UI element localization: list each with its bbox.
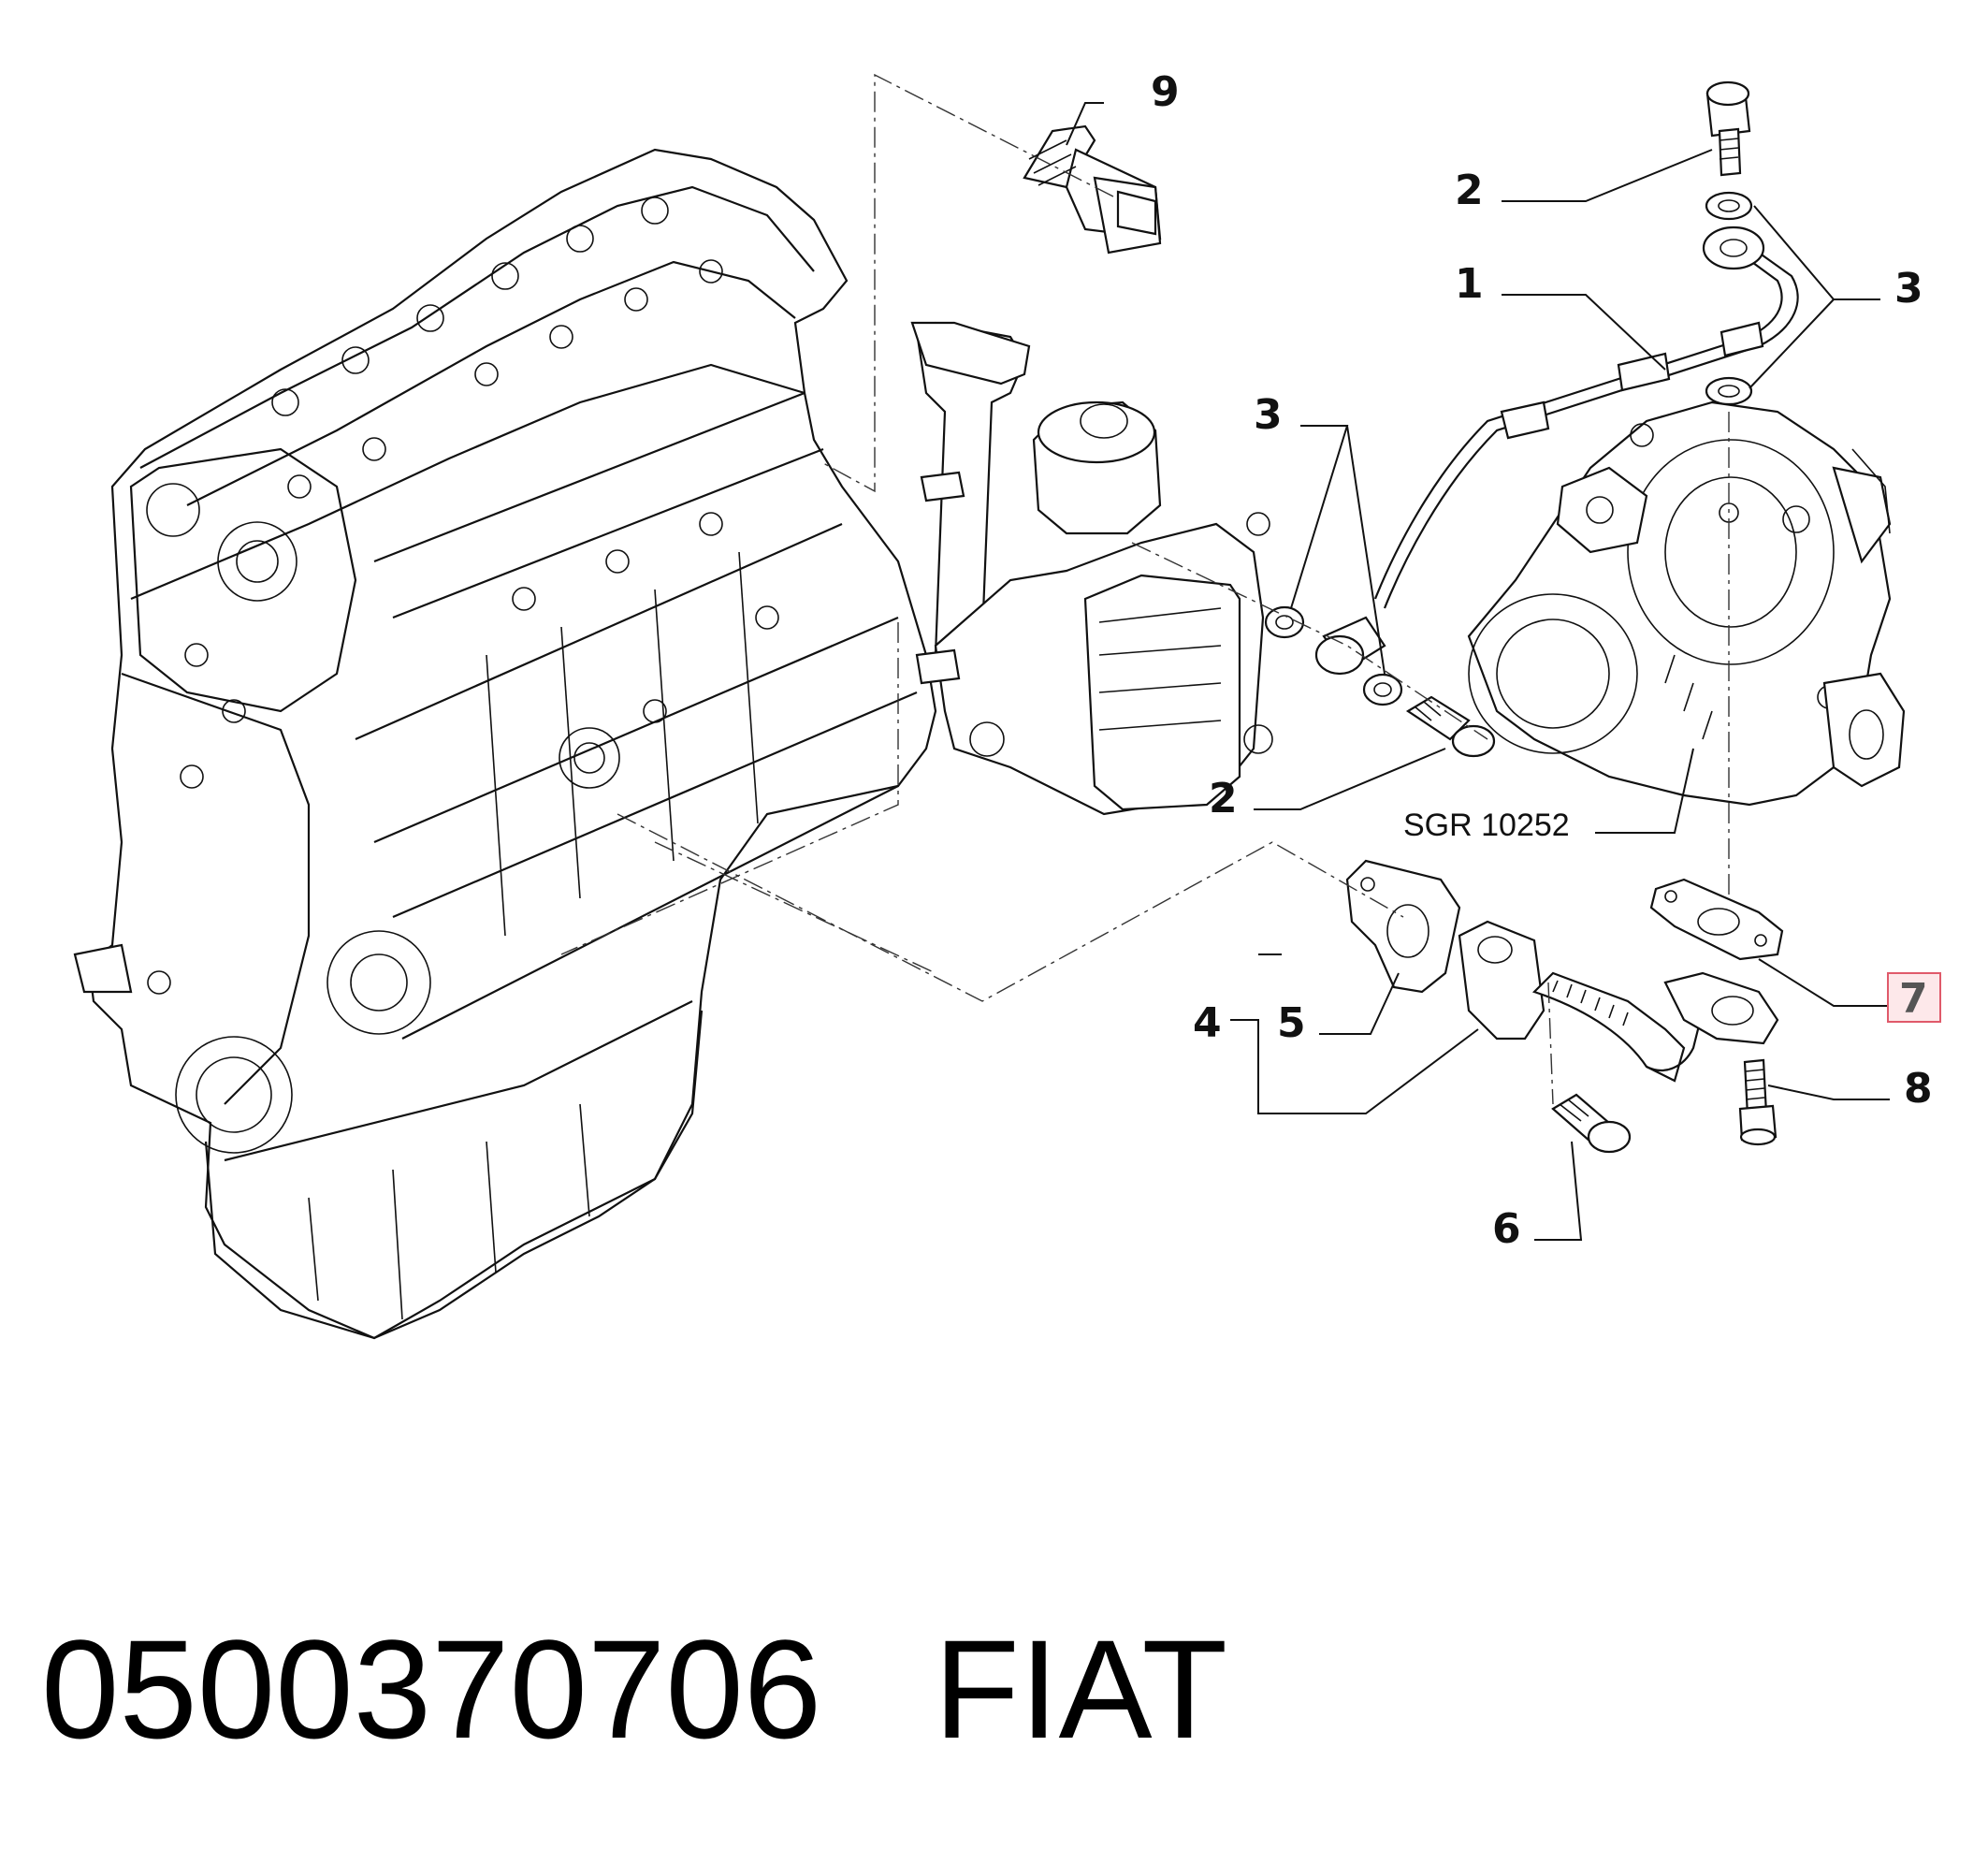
callout-1: 1 bbox=[1455, 260, 1484, 308]
part-1-oil-feed-pipe bbox=[1314, 226, 1799, 676]
part-3-lower-washer bbox=[1705, 376, 1753, 406]
assembly-centerlines bbox=[560, 73, 1730, 1105]
part-4-oil-return-pipe bbox=[1458, 920, 1779, 1083]
brand-name: FIAT bbox=[934, 1610, 1228, 1768]
callout-8: 8 bbox=[1904, 1065, 1933, 1113]
callout-5: 5 bbox=[1277, 999, 1306, 1047]
reference-code: SGR 10252 bbox=[1403, 808, 1570, 843]
callout-3-top: 3 bbox=[1894, 265, 1923, 313]
highlight-box-7 bbox=[1887, 972, 1941, 1023]
leader-lines bbox=[1066, 102, 1890, 1241]
turbocharger bbox=[1467, 400, 1906, 807]
part-5-gasket bbox=[1345, 859, 1461, 994]
callout-7: 7 bbox=[1899, 975, 1928, 1023]
oil-filter-housing bbox=[910, 321, 1273, 816]
callout-6: 6 bbox=[1492, 1205, 1521, 1253]
callout-labels: 9 2 1 3 3 2 7 4 5 8 6 SGR 10252 bbox=[1151, 68, 1941, 1253]
part-8-bolt bbox=[1738, 1058, 1778, 1146]
part-9-pressure-sensor bbox=[1023, 124, 1162, 255]
part-7-gasket bbox=[1649, 878, 1784, 961]
callout-9: 9 bbox=[1151, 68, 1180, 116]
callout-2-top: 2 bbox=[1455, 167, 1484, 214]
part-2-mid-bolt bbox=[1405, 695, 1496, 758]
part-3-top-washer bbox=[1705, 191, 1753, 221]
cam-cover-bosses bbox=[271, 196, 723, 499]
callout-2-mid: 2 bbox=[1209, 775, 1238, 822]
callout-3-mid: 3 bbox=[1254, 391, 1283, 439]
part-number: 0500370706 bbox=[41, 1610, 822, 1768]
part-2-top-bolt bbox=[1705, 80, 1751, 177]
callout-4: 4 bbox=[1193, 999, 1222, 1047]
part-6-bolt bbox=[1551, 1093, 1632, 1154]
engine-block bbox=[73, 148, 937, 1340]
